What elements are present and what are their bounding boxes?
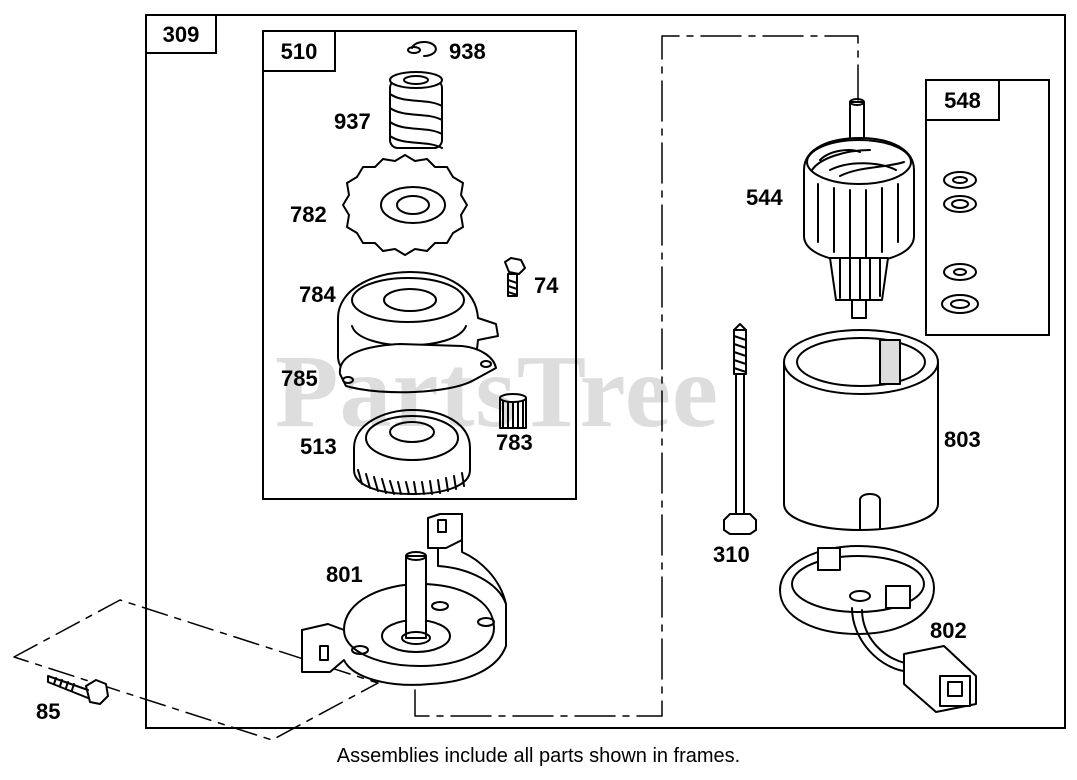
screw-74-drawing (504, 257, 526, 297)
part-number-801[interactable]: 801 (326, 562, 363, 587)
part-number-802[interactable]: 802 (930, 618, 967, 643)
part-number-937[interactable]: 937 (334, 109, 371, 134)
watermark: PartsTree (275, 334, 720, 449)
footer-note: Assemblies include all parts shown in fr… (336, 745, 741, 767)
gasket-785-drawing (338, 343, 497, 394)
washers-548-drawing (941, 171, 979, 314)
drive-housing-801-drawing (301, 513, 507, 686)
part-number-310[interactable]: 310 (713, 542, 750, 567)
bolt-frame-line (13, 599, 379, 741)
part-number-938[interactable]: 938 (449, 39, 486, 64)
brush-plate-802-drawing (779, 545, 977, 713)
through-bolt-310-drawing (723, 323, 757, 535)
armature-544-drawing (803, 98, 915, 319)
assembly-dash-line (414, 35, 859, 717)
frame-tag-309: 309 (145, 14, 217, 54)
bolt-85-drawing (47, 675, 109, 705)
frame-tag-548: 548 (925, 79, 1000, 121)
part-number-513[interactable]: 513 (300, 434, 337, 459)
part-number-85[interactable]: 85 (36, 699, 61, 724)
frame-tag-510: 510 (262, 30, 336, 72)
stator-housing-803-drawing (783, 329, 939, 531)
assembly-frame-309 (145, 14, 1066, 729)
worm-gear-937-drawing (389, 71, 443, 149)
e-clip-938-drawing (407, 41, 437, 57)
part-number-784[interactable]: 784 (299, 282, 336, 307)
part-number-782[interactable]: 782 (290, 202, 327, 227)
pinion-783-drawing (499, 393, 527, 429)
ring-gear-513-drawing (353, 409, 471, 495)
part-number-544[interactable]: 544 (746, 185, 783, 210)
part-number-803[interactable]: 803 (944, 427, 981, 452)
part-number-785[interactable]: 785 (281, 366, 318, 391)
spur-gear-782-drawing (342, 154, 468, 256)
part-number-783[interactable]: 783 (496, 430, 533, 455)
assembly-frame-510 (262, 30, 577, 500)
part-number-74[interactable]: 74 (534, 273, 559, 298)
